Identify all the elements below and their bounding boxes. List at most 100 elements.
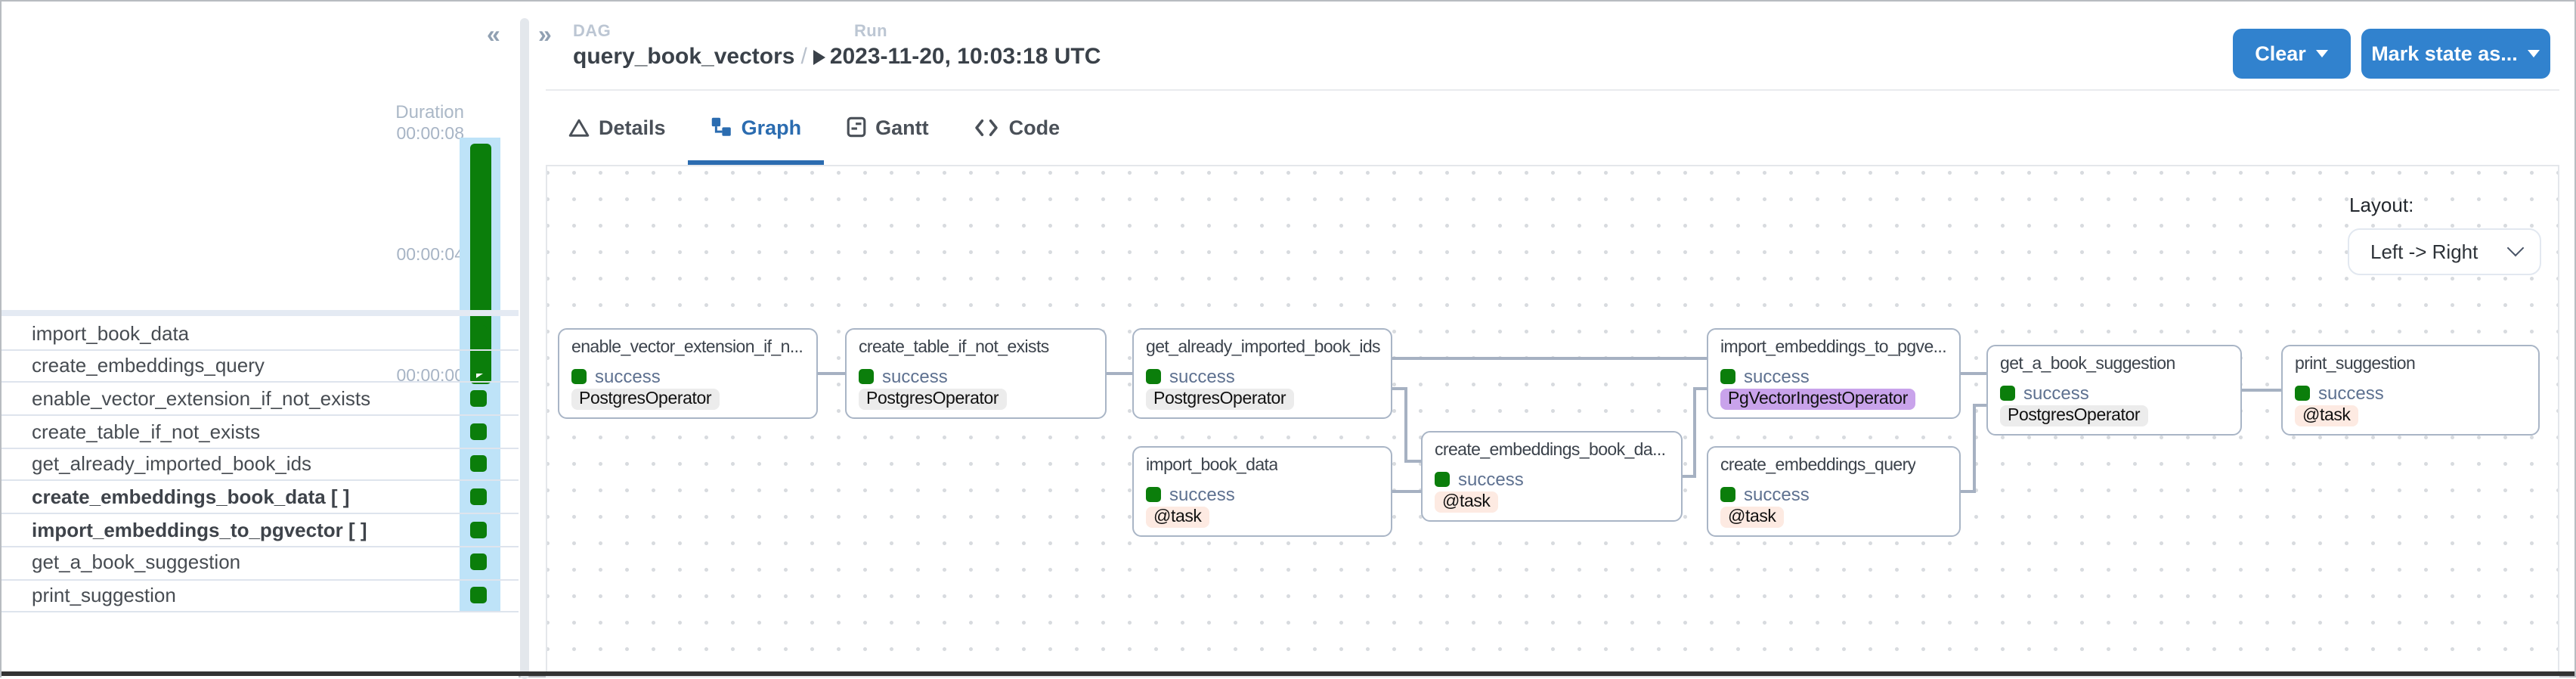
node-title: create_embeddings_query [1720,457,1916,475]
task-name[interactable]: create_embeddings_query [32,354,265,377]
bottom-window-edge [2,671,2574,676]
task-instance-status-square[interactable] [470,357,487,374]
layout-label: Layout: [2349,194,2414,216]
breadcrumb-dag-label: DAG [573,22,611,40]
run-type-play-icon [813,49,825,64]
graph-edge [818,372,847,375]
graph-edge [1973,404,1988,407]
chevron-down-icon [2506,239,2525,257]
graph-edge [1693,387,1696,478]
status-square-icon [2295,386,2309,401]
task-row[interactable]: import_embeddings_to_pgvector [ ] [2,514,519,547]
tab-code[interactable]: Code [952,95,1083,164]
task-instance-status-square[interactable] [470,521,487,538]
mark-state-as-button[interactable]: Mark state as... [2361,28,2550,78]
tab-graph[interactable]: Graph [688,95,825,164]
status-square-icon [859,369,873,384]
chart-tasklist-divider [2,310,519,316]
graph-edge [1391,387,1407,390]
task-instance-status-square[interactable] [470,423,487,440]
task-name[interactable]: import_book_data [32,321,190,344]
graph-edge [1959,490,1976,493]
task-row[interactable]: create_embeddings_query [2,350,519,383]
task-name[interactable]: enable_vector_extension_if_not_exists [32,386,371,410]
task-instance-status-square[interactable] [470,324,487,341]
operator-pill: PostgresOperator [1146,389,1294,410]
task-row[interactable]: print_suggestion [2,580,519,613]
node-title: create_embeddings_book_da... [1435,442,1666,460]
node-title: create_table_if_not_exists [859,339,1049,357]
tab-gantt[interactable]: Gantt [824,95,952,164]
task-instance-status-square[interactable] [470,587,487,603]
breadcrumb-separator: / [800,43,807,69]
task-row[interactable]: get_a_book_suggestion [2,547,519,580]
status-label: success [882,366,948,387]
layout-direction-select[interactable]: Left -> Right [2348,228,2541,274]
collapse-sidebar-icon[interactable]: « [487,23,500,48]
task-name[interactable]: get_already_imported_book_ids [32,452,312,476]
task-name[interactable]: create_table_if_not_exists [32,420,261,443]
graph-edge [1391,490,1423,493]
operator-pill: PgVectorIngestOperator [1720,389,1915,410]
status-label: success [2023,383,2089,404]
operator-pill: @task [1146,507,1209,528]
duration-axis-title: Duration [395,101,464,122]
expand-panel-icon[interactable]: » [538,23,552,48]
dag-title-link[interactable]: query_book_vectors [573,43,795,69]
status-square-icon [571,369,586,384]
detail-tabs: Details Graph Gantt Code [546,95,1082,164]
graph-canvas[interactable] [546,164,2559,677]
task-instance-status-square[interactable] [470,553,487,571]
task-instance-status-square[interactable] [470,455,487,473]
clear-button[interactable]: Clear [2233,28,2351,78]
status-label: success [2318,383,2384,404]
tab-details[interactable]: Details [546,95,689,164]
dag-run-duration-bar[interactable] [470,144,491,384]
node-title: print_suggestion [2295,355,2416,374]
run-timestamp-link[interactable]: 2023-11-20, 10:03:18 UTC [829,43,1101,69]
node-status: success [1146,366,1235,387]
header-separator [546,88,2559,90]
graph-edge [1105,372,1134,375]
status-square-icon [1146,487,1160,502]
code-icon [974,118,1000,138]
task-instance-status-square[interactable] [470,389,487,407]
status-square-icon [1720,487,1735,502]
task-row[interactable]: create_embeddings_book_data [ ] [2,482,519,515]
graph-icon [711,117,732,138]
chevron-down-icon [2528,49,2540,57]
duration-axis-tick: 00:00:08 [396,126,464,144]
status-square-icon [1146,369,1160,384]
task-name[interactable]: import_embeddings_to_pgvector [ ] [32,518,367,541]
task-name[interactable]: print_suggestion [32,584,176,606]
node-status: success [571,366,661,387]
graph-edge [1693,387,1708,390]
task-instance-status-square[interactable] [470,488,487,505]
operator-pill: @task [1720,507,1784,528]
task-row[interactable]: get_already_imported_book_ids [2,449,519,482]
graph-node-create_embeddings_book_data[interactable]: create_embeddings_book_da...success@task [1421,431,1683,522]
task-row[interactable]: enable_vector_extension_if_not_exists [2,383,519,417]
task-row[interactable]: import_book_data [2,318,519,351]
task-name[interactable]: get_a_book_suggestion [32,550,241,574]
task-row[interactable]: create_table_if_not_exists [2,416,519,449]
graph-edge [1681,475,1696,478]
node-status: success [1435,469,1524,490]
node-title: import_book_data [1146,457,1278,475]
task-name[interactable]: create_embeddings_book_data [ ] [32,485,350,508]
node-status: success [2295,383,2384,404]
node-status: success [1146,484,1235,505]
node-title: enable_vector_extension_if_n... [571,339,803,357]
warning-triangle-icon [568,118,590,138]
panel-resizer-handle[interactable] [519,18,529,679]
